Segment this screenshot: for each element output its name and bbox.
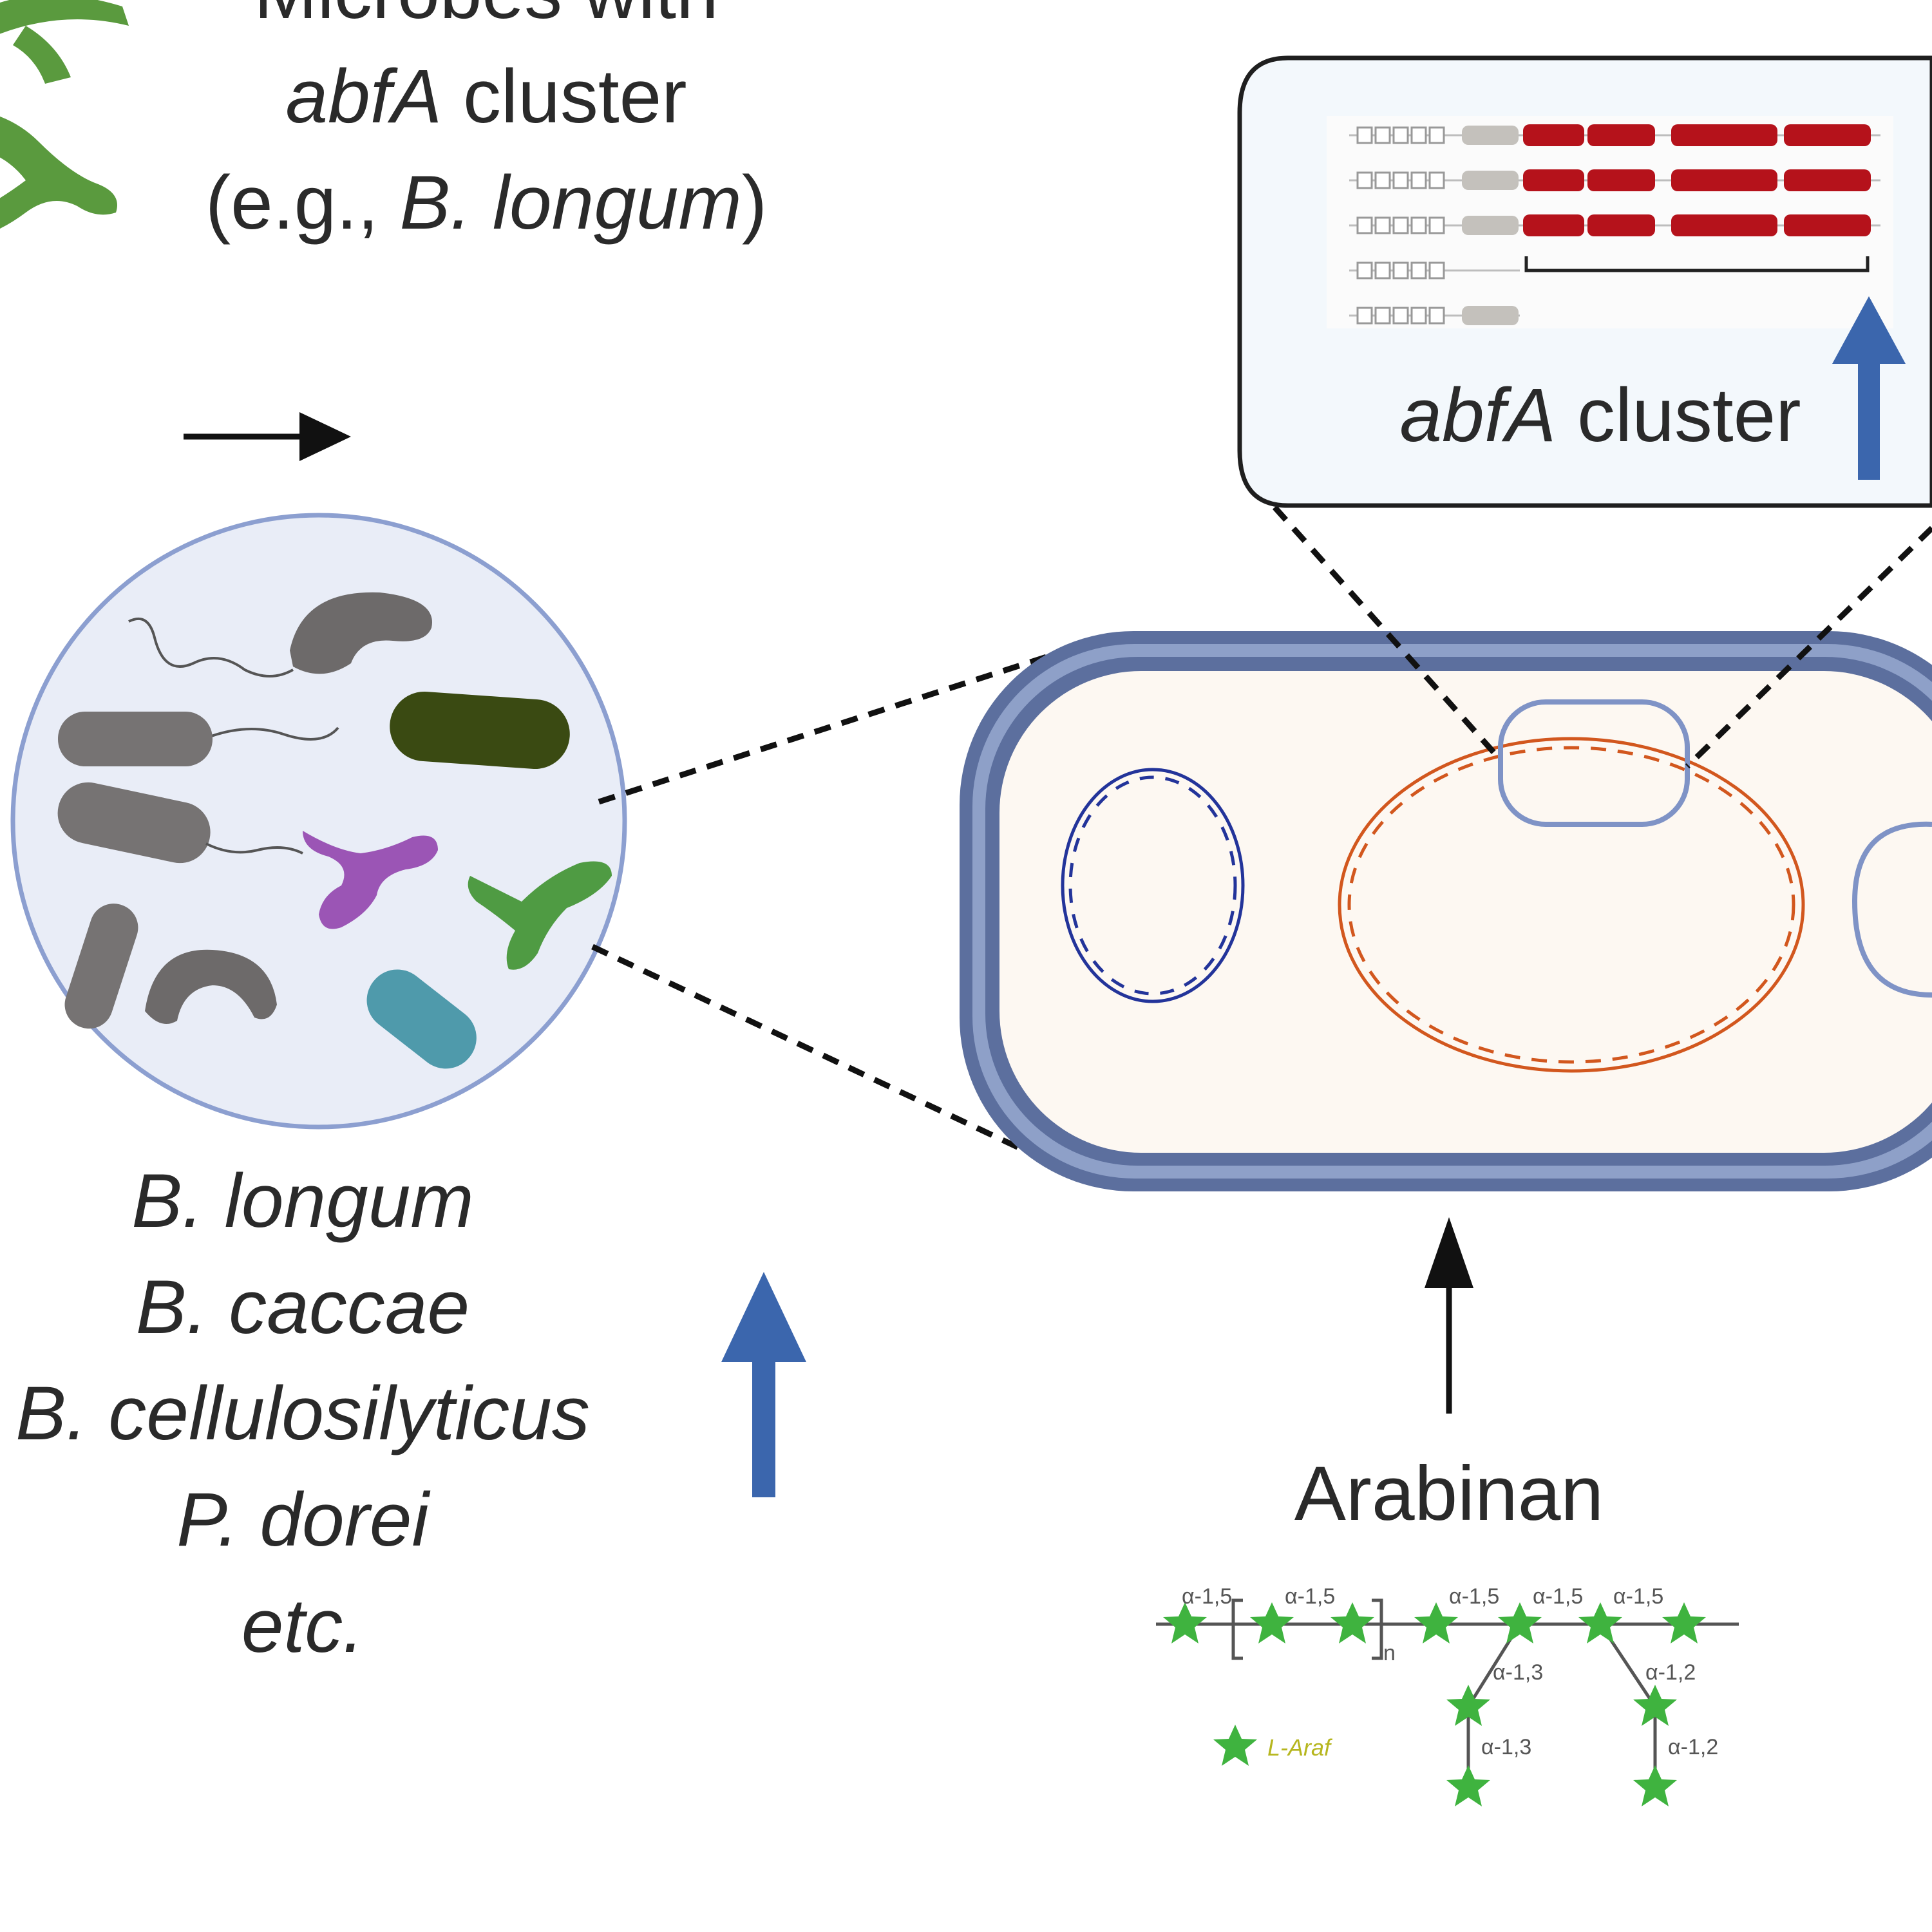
gene-small — [1374, 216, 1391, 234]
up-arrow-icon — [721, 1272, 806, 1497]
gene-red — [1523, 169, 1584, 191]
chromosome-icon — [1338, 737, 1805, 1073]
gene-red — [1587, 214, 1655, 236]
gene-grey — [1462, 306, 1519, 325]
gene-small — [1374, 307, 1391, 325]
linkage-label: α-1,5 — [1533, 1584, 1583, 1609]
linkage-label: α-1,5 — [1285, 1584, 1335, 1609]
gene-small — [1428, 307, 1445, 325]
gene-small — [1356, 307, 1373, 325]
arabinose-stars — [1163, 1602, 1706, 1806]
gene-small — [1428, 216, 1445, 234]
up-arrow-icon — [1832, 296, 1906, 480]
cluster-bracket — [1524, 256, 1870, 272]
gene-small — [1428, 126, 1445, 144]
gene-red — [1587, 169, 1655, 191]
gene-small — [1356, 216, 1373, 234]
header-line3: (e.g., B. longum) — [205, 160, 767, 245]
zoom-lines-circle-to-cell — [591, 654, 1048, 1162]
gene-grey — [1462, 171, 1519, 190]
star-icon — [1213, 1725, 1257, 1766]
gene-small — [1428, 171, 1445, 189]
linkage-label: α-1,3 — [1493, 1660, 1543, 1685]
species-3: P. dorei — [176, 1477, 430, 1562]
abfA-cluster-box: abfA cluster — [1237, 55, 1932, 508]
gene-grey — [1462, 126, 1519, 145]
legend-label: L-Araf — [1267, 1734, 1333, 1761]
header-text: Microbes with abfA cluster (e.g., B. lon… — [205, 0, 767, 245]
gene-red — [1523, 214, 1584, 236]
gene-small — [1392, 216, 1409, 234]
star-icon — [1446, 1765, 1490, 1806]
gene-red — [1523, 124, 1584, 146]
bacteria-icon — [468, 861, 612, 970]
linkage-label: α-1,5 — [1449, 1584, 1499, 1609]
linkage-label: α-1,3 — [1481, 1735, 1531, 1759]
gene-small — [1392, 126, 1409, 144]
gene-small — [1356, 171, 1373, 189]
gene-red — [1784, 124, 1871, 146]
cell-edge-highlight — [1852, 821, 1932, 998]
gene-small — [1374, 171, 1391, 189]
plasmid-icon — [1061, 768, 1245, 1003]
linkage-label: α-1,2 — [1668, 1735, 1718, 1759]
species-4: etc. — [242, 1584, 364, 1669]
gene-small — [1374, 126, 1391, 144]
gene-small — [1410, 126, 1427, 144]
gene-small — [1410, 307, 1427, 325]
bacteria-icon — [366, 969, 477, 1069]
gene-small — [1410, 216, 1427, 234]
bacteria-icon — [58, 712, 213, 766]
bacteria-icon — [145, 949, 277, 1024]
arabinan-diagram: Arabinan α-1,5 α-1,5 n α-1,5 α-1,5 α-1,5… — [1156, 1450, 1739, 1806]
green-microbe-icon — [0, 0, 129, 229]
gene-red — [1784, 214, 1871, 236]
gene-red — [1671, 169, 1777, 191]
species-2: B. cellulosilyticus — [15, 1371, 590, 1456]
gene-small — [1374, 261, 1391, 279]
arabinan-uptake-arrow — [1425, 1217, 1473, 1414]
gene-small — [1356, 261, 1373, 279]
bacteria-icon — [290, 592, 432, 674]
gene-cluster-highlight — [1498, 699, 1690, 827]
gene-red — [1587, 124, 1655, 146]
bacteria-icon — [57, 782, 211, 864]
arrow-right-icon — [184, 412, 351, 461]
gene-small — [1428, 261, 1445, 279]
bacteria-icon — [303, 831, 438, 929]
species-1: B. caccae — [136, 1265, 469, 1350]
species-list: B. longum B. caccae B. cellulosilyticus … — [15, 1159, 590, 1669]
microbe-community — [10, 513, 627, 1130]
gene-red — [1671, 124, 1777, 146]
linkage-label: α-1,5 — [1182, 1584, 1232, 1609]
linkage-label: α-1,2 — [1645, 1660, 1696, 1685]
species-0: B. longum — [131, 1159, 473, 1244]
bacteria-icon — [390, 692, 570, 769]
star-icon — [1633, 1765, 1677, 1806]
gene-red — [1671, 214, 1777, 236]
legend: L-Araf — [1213, 1725, 1333, 1766]
repeat-subscript: n — [1383, 1641, 1396, 1665]
gene-small — [1356, 126, 1373, 144]
gene-small — [1410, 171, 1427, 189]
gene-grey — [1462, 216, 1519, 235]
gene-small — [1392, 307, 1409, 325]
gene-red — [1784, 169, 1871, 191]
gene-small — [1392, 171, 1409, 189]
gene-rows — [1349, 124, 1880, 325]
header-line1: Microbes with — [254, 0, 718, 35]
cluster-label: abfA cluster — [1399, 373, 1801, 458]
linkage-label: α-1,5 — [1613, 1584, 1663, 1609]
bacterial-cell — [960, 631, 1932, 1191]
gene-small — [1410, 261, 1427, 279]
arabinan-title: Arabinan — [1294, 1450, 1604, 1537]
zoom-lines-cell-to-box — [1253, 484, 1932, 769]
bacteria-icon — [64, 904, 138, 1029]
gene-small — [1392, 261, 1409, 279]
header-line2: abfA cluster — [285, 54, 687, 139]
